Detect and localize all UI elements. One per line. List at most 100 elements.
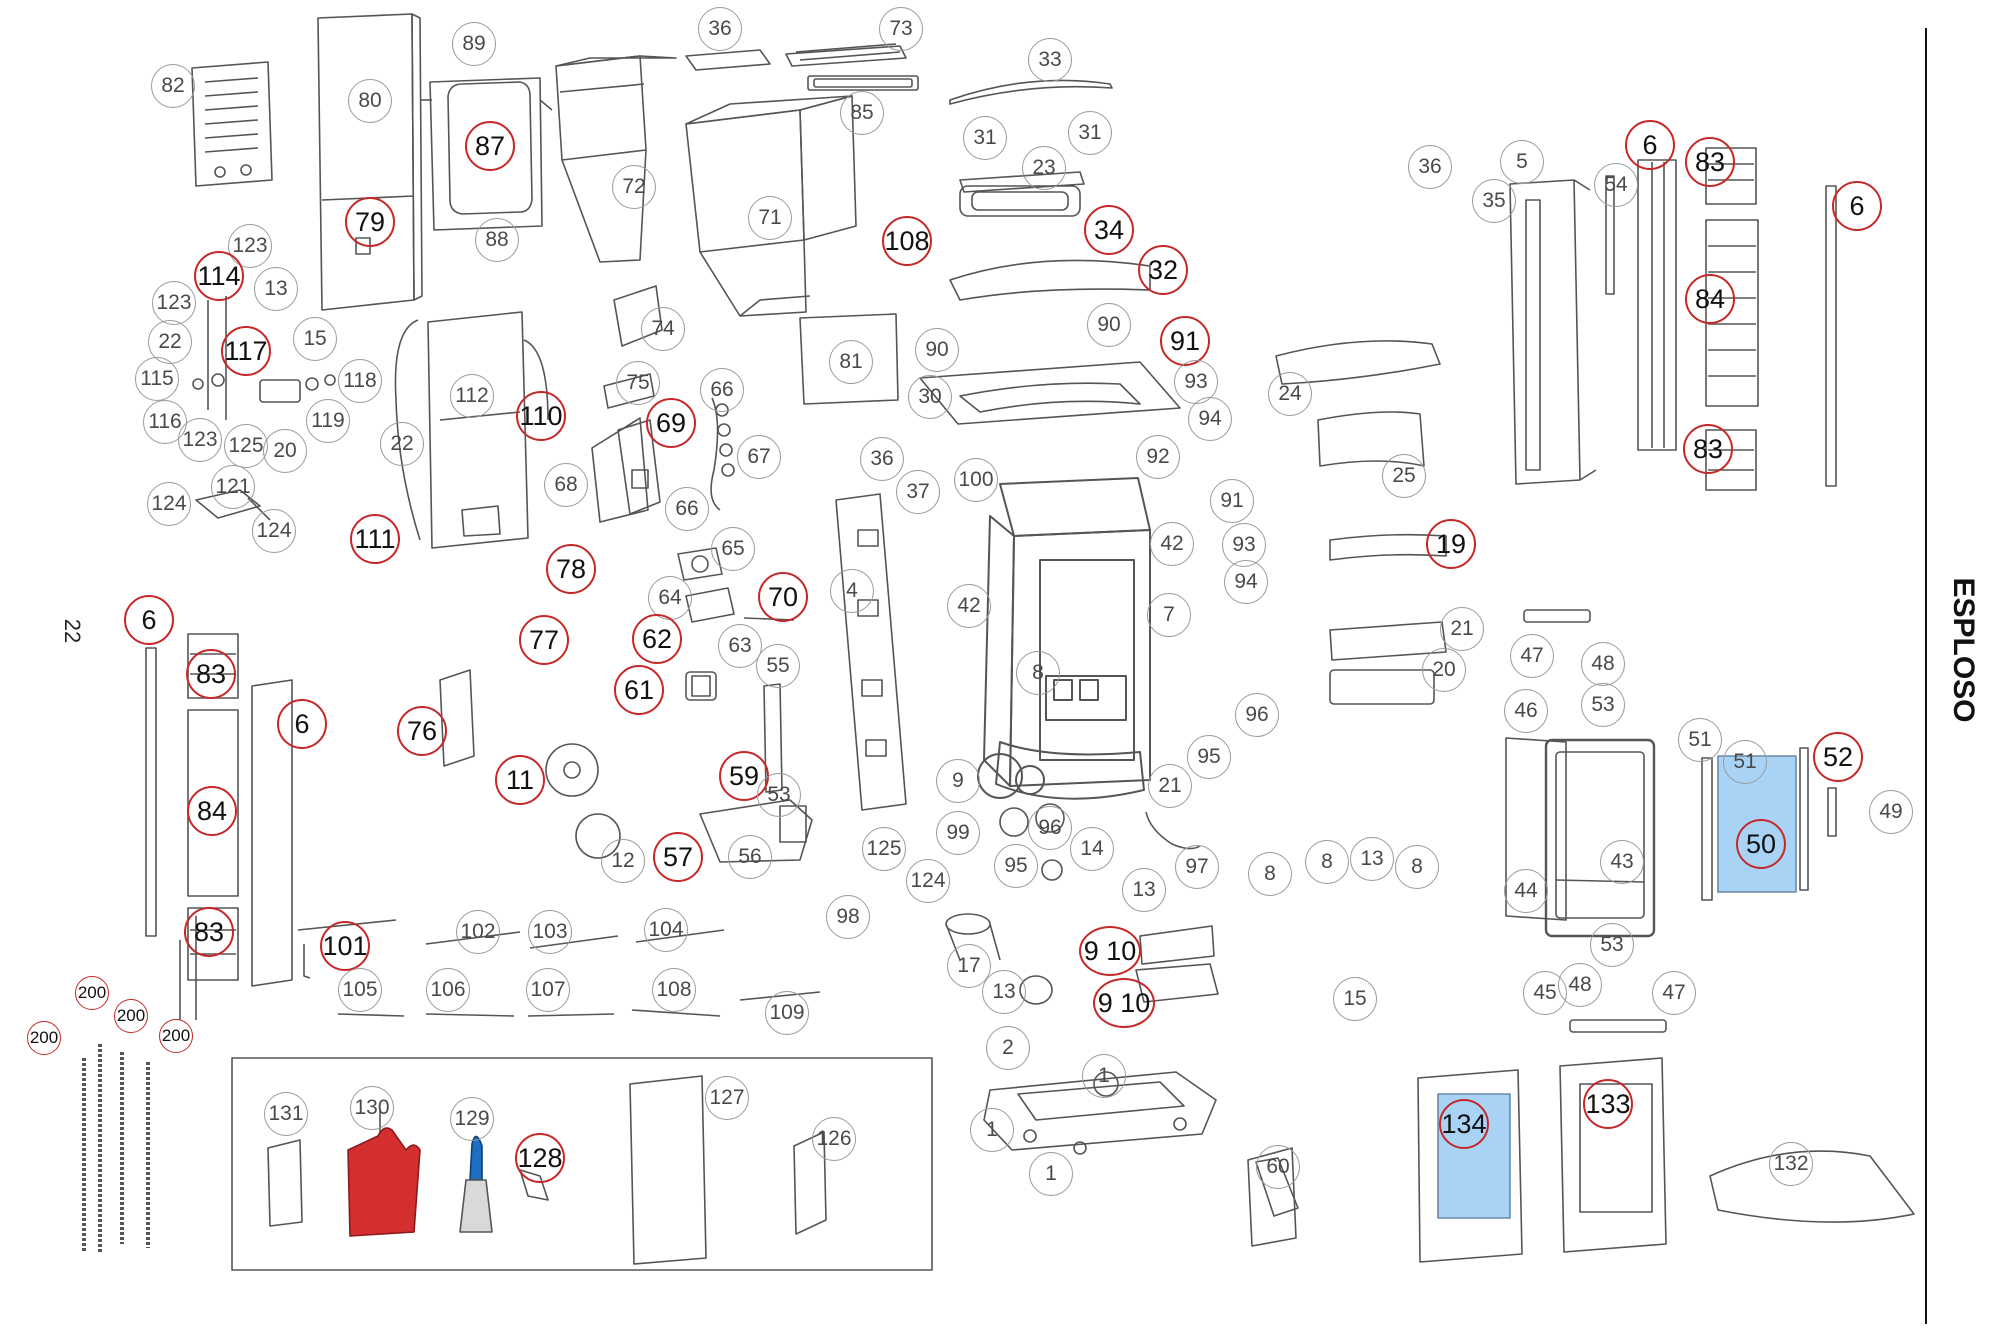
part-callout-32: 32 — [1138, 245, 1188, 295]
part-callout-36: 36 — [1408, 145, 1452, 189]
part-callout-8: 8 — [1395, 845, 1439, 889]
part-callout-7: 7 — [1147, 593, 1191, 637]
part-callout-44: 44 — [1504, 869, 1548, 913]
part-callout-81: 81 — [829, 340, 873, 384]
part-callout-97: 97 — [1175, 845, 1219, 889]
part-callout-9: 9 — [936, 759, 980, 803]
part-callout-104: 104 — [644, 908, 688, 952]
part-callout-4: 4 — [830, 569, 874, 613]
part-callout-102: 102 — [456, 910, 500, 954]
part-callout-106: 106 — [426, 968, 470, 1012]
part-callout-42: 42 — [947, 584, 991, 628]
part-callout-74: 74 — [641, 307, 685, 351]
part-callout-65: 65 — [711, 527, 755, 571]
part-callout-200: 200 — [27, 1021, 61, 1055]
inspection-frame — [420, 77, 553, 231]
part-callout-70: 70 — [758, 572, 808, 622]
rear-plate — [799, 313, 899, 405]
part-callout-84: 84 — [1685, 274, 1735, 324]
part-callout-91: 91 — [1210, 479, 1254, 523]
part-callout-71: 71 — [748, 196, 792, 240]
part-callout-69: 69 — [646, 398, 696, 448]
part-callout-114: 114 — [194, 251, 244, 301]
part-callout-94: 94 — [1224, 560, 1268, 604]
part-callout-95: 95 — [994, 844, 1038, 888]
part-callout-1: 1 — [1082, 1054, 1126, 1098]
part-callout-75: 75 — [616, 361, 660, 405]
part-callout-126: 126 — [812, 1117, 856, 1161]
part-callout-124: 124 — [252, 509, 296, 553]
top-cover — [949, 79, 1151, 301]
part-callout-33: 33 — [1028, 38, 1072, 82]
part-callout-125: 125 — [862, 827, 906, 871]
part-callout-31: 31 — [963, 116, 1007, 160]
part-callout-103: 103 — [528, 910, 572, 954]
part-callout-66: 66 — [665, 487, 709, 531]
part-callout-30: 30 — [908, 375, 952, 419]
part-callout-96: 96 — [1028, 806, 1072, 850]
part-callout-1: 1 — [970, 1108, 1014, 1152]
part-callout-107: 107 — [526, 968, 570, 1012]
part-callout-77: 77 — [519, 615, 569, 665]
part-callout-128: 128 — [515, 1133, 565, 1183]
part-callout-53: 53 — [757, 773, 801, 817]
part-callout-9-10: 9 10 — [1093, 978, 1155, 1028]
part-callout-94: 94 — [1188, 397, 1232, 441]
part-callout-47: 47 — [1510, 634, 1554, 678]
part-callout-73: 73 — [879, 7, 923, 51]
part-callout-23: 23 — [1022, 146, 1066, 190]
part-callout-95: 95 — [1187, 735, 1231, 779]
part-callout-109: 109 — [765, 991, 809, 1035]
part-callout-110: 110 — [516, 391, 566, 441]
part-callout-123: 123 — [228, 224, 272, 268]
rear-panel — [317, 13, 423, 311]
part-callout-115: 115 — [135, 357, 179, 401]
part-callout-82: 82 — [151, 64, 195, 108]
part-callout-36: 36 — [860, 437, 904, 481]
part-callout-111: 111 — [350, 514, 400, 564]
part-callout-1: 1 — [1029, 1152, 1073, 1196]
part-callout-62: 62 — [632, 614, 682, 664]
part-callout-35: 35 — [1472, 179, 1516, 223]
part-callout-6: 6 — [1625, 120, 1675, 170]
lower-doors — [1247, 1057, 1915, 1263]
part-callout-13: 13 — [1350, 837, 1394, 881]
part-callout-72: 72 — [612, 165, 656, 209]
louvre-panel — [191, 61, 273, 187]
part-callout-13: 13 — [982, 970, 1026, 1014]
part-callout-48: 48 — [1558, 963, 1602, 1007]
panel-frame-right — [1509, 147, 1837, 491]
part-callout-2: 2 — [986, 1026, 1030, 1070]
part-callout-48: 48 — [1581, 642, 1625, 686]
part-callout-66: 66 — [700, 368, 744, 412]
part-callout-90: 90 — [1087, 303, 1131, 347]
part-callout-83: 83 — [186, 649, 236, 699]
harness-cables — [179, 916, 821, 1020]
part-callout-85: 85 — [840, 91, 884, 135]
part-callout-51: 51 — [1723, 740, 1767, 784]
part-callout-80: 80 — [348, 79, 392, 123]
part-callout-8: 8 — [1248, 852, 1292, 896]
hopper — [555, 55, 677, 263]
part-callout-83: 83 — [1685, 137, 1735, 187]
part-callout-118: 118 — [338, 359, 382, 403]
part-callout-89: 89 — [452, 22, 496, 66]
part-callout-124: 124 — [906, 859, 950, 903]
part-callout-84: 84 — [187, 786, 237, 836]
part-callout-112: 112 — [450, 374, 494, 418]
part-callout-83: 83 — [1683, 424, 1733, 474]
part-callout-34: 34 — [1084, 205, 1134, 255]
part-callout-63: 63 — [718, 624, 762, 668]
part-callout-200: 200 — [114, 999, 148, 1033]
side-title: ESPLOSO — [1947, 577, 1980, 723]
part-callout-130: 130 — [350, 1086, 394, 1130]
part-callout-123: 123 — [178, 418, 222, 462]
part-callout-67: 67 — [737, 435, 781, 479]
part-callout-134: 134 — [1439, 1099, 1489, 1149]
part-callout-6: 6 — [277, 699, 327, 749]
part-callout-132: 132 — [1769, 1142, 1813, 1186]
part-callout-36: 36 — [698, 7, 742, 51]
accessories — [267, 1075, 827, 1265]
top-grid — [685, 43, 919, 91]
